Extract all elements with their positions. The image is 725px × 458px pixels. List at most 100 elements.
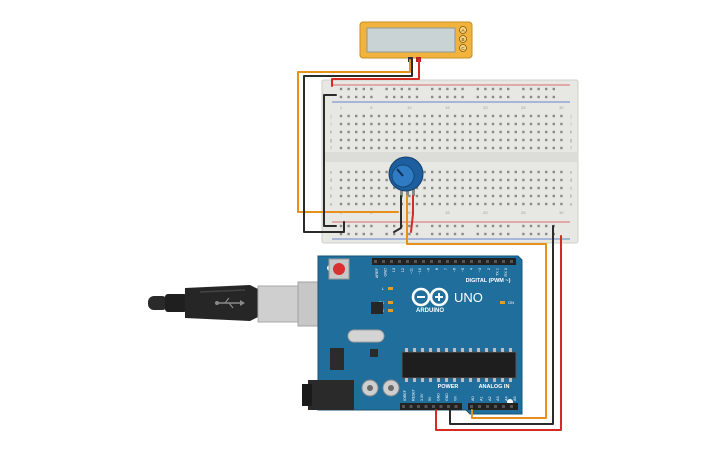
breadboard-hole[interactable] bbox=[400, 146, 403, 150]
breadboard-hole[interactable] bbox=[347, 146, 350, 150]
analog-pin-socket[interactable] bbox=[510, 405, 513, 408]
breadboard-hole[interactable] bbox=[469, 146, 472, 150]
breadboard-hole[interactable] bbox=[491, 114, 495, 118]
breadboard-rail-hole[interactable] bbox=[446, 95, 449, 99]
digital-header[interactable] bbox=[372, 258, 516, 265]
wires[interactable] bbox=[297, 59, 562, 431]
breadboard-hole[interactable] bbox=[377, 114, 381, 118]
breadboard-hole[interactable] bbox=[507, 170, 510, 174]
breadboard-hole[interactable] bbox=[469, 122, 472, 126]
breadboard-hole[interactable] bbox=[438, 114, 441, 118]
digital-pin-socket[interactable] bbox=[462, 260, 465, 263]
breadboard-rail-hole[interactable] bbox=[545, 87, 548, 91]
breadboard-hole[interactable] bbox=[408, 122, 411, 126]
breadboard-hole[interactable] bbox=[415, 186, 419, 190]
breadboard-hole[interactable] bbox=[507, 114, 510, 118]
power-pin-socket[interactable] bbox=[432, 405, 435, 408]
breadboard-hole[interactable] bbox=[377, 178, 381, 182]
breadboard-hole[interactable] bbox=[499, 114, 502, 118]
breadboard-hole[interactable] bbox=[545, 122, 548, 126]
breadboard-hole[interactable] bbox=[347, 122, 350, 126]
breadboard-hole[interactable] bbox=[545, 194, 548, 198]
breadboard-hole[interactable] bbox=[507, 130, 510, 134]
breadboard-rail-hole[interactable] bbox=[499, 87, 502, 91]
breadboard-hole[interactable] bbox=[423, 170, 426, 174]
breadboard-hole[interactable] bbox=[522, 146, 525, 150]
breadboard-hole[interactable] bbox=[385, 130, 388, 134]
breadboard-rail-hole[interactable] bbox=[552, 87, 555, 91]
digital-pin-socket[interactable] bbox=[382, 260, 385, 263]
wire-orange-lcd-signal[interactable] bbox=[297, 59, 411, 213]
breadboard-hole[interactable] bbox=[423, 194, 426, 198]
breadboard-hole[interactable] bbox=[484, 114, 487, 118]
breadboard-hole[interactable] bbox=[453, 114, 457, 118]
breadboard-rail-hole[interactable] bbox=[529, 224, 533, 228]
breadboard-rail-hole[interactable] bbox=[453, 95, 457, 99]
breadboard-hole[interactable] bbox=[362, 122, 365, 126]
breadboard-hole[interactable] bbox=[514, 202, 517, 206]
usb-cable[interactable] bbox=[148, 281, 339, 327]
breadboard-hole[interactable] bbox=[408, 138, 411, 142]
breadboard-hole[interactable] bbox=[507, 146, 510, 150]
breadboard-rail-hole[interactable] bbox=[408, 224, 411, 228]
breadboard-rail-hole[interactable] bbox=[499, 232, 502, 236]
breadboard-hole[interactable] bbox=[339, 146, 343, 150]
breadboard-hole[interactable] bbox=[514, 178, 517, 182]
breadboard-rail-hole[interactable] bbox=[537, 224, 540, 228]
breadboard-hole[interactable] bbox=[339, 114, 343, 118]
breadboard-rail-hole[interactable] bbox=[537, 95, 540, 99]
breadboard-hole[interactable] bbox=[347, 186, 350, 190]
breadboard-rail-hole[interactable] bbox=[415, 224, 419, 228]
breadboard-hole[interactable] bbox=[484, 146, 487, 150]
breadboard-hole[interactable] bbox=[484, 202, 487, 206]
breadboard-hole[interactable] bbox=[362, 146, 365, 150]
breadboard-hole[interactable] bbox=[522, 186, 525, 190]
breadboard-hole[interactable] bbox=[370, 202, 373, 206]
breadboard-hole[interactable] bbox=[370, 178, 373, 182]
digital-pin-socket[interactable] bbox=[502, 260, 505, 263]
breadboard-rail-hole[interactable] bbox=[385, 87, 388, 91]
breadboard-hole[interactable] bbox=[499, 130, 502, 134]
breadboard-hole[interactable] bbox=[514, 186, 517, 190]
breadboard-hole[interactable] bbox=[522, 194, 525, 198]
breadboard-hole[interactable] bbox=[408, 202, 411, 206]
breadboard-hole[interactable] bbox=[347, 138, 350, 142]
breadboard-hole[interactable] bbox=[370, 138, 373, 142]
breadboard-hole[interactable] bbox=[393, 122, 396, 126]
breadboard-rail-hole[interactable] bbox=[370, 224, 373, 228]
breadboard-hole[interactable] bbox=[377, 138, 381, 142]
breadboard-rail-hole[interactable] bbox=[476, 95, 479, 99]
breadboard-rail-hole[interactable] bbox=[552, 95, 555, 99]
breadboard-hole[interactable] bbox=[484, 138, 487, 142]
breadboard-hole[interactable] bbox=[552, 122, 555, 126]
breadboard-hole[interactable] bbox=[377, 170, 381, 174]
digital-pin-socket[interactable] bbox=[422, 260, 425, 263]
breadboard-hole[interactable] bbox=[469, 194, 472, 198]
breadboard-hole[interactable] bbox=[560, 130, 563, 134]
breadboard-hole[interactable] bbox=[469, 114, 472, 118]
breadboard-hole[interactable] bbox=[499, 170, 502, 174]
analog-pin-socket[interactable] bbox=[470, 405, 473, 408]
breadboard-rail-hole[interactable] bbox=[484, 95, 487, 99]
wire-red-5v-to-arduino[interactable] bbox=[435, 235, 562, 431]
breadboard-hole[interactable] bbox=[529, 122, 533, 126]
breadboard-hole[interactable] bbox=[446, 170, 449, 174]
breadboard-hole[interactable] bbox=[491, 146, 495, 150]
breadboard-hole[interactable] bbox=[339, 138, 343, 142]
breadboard-hole[interactable] bbox=[537, 138, 540, 142]
breadboard-hole[interactable] bbox=[484, 186, 487, 190]
breadboard-rail-hole[interactable] bbox=[529, 232, 533, 236]
breadboard-hole[interactable] bbox=[560, 178, 563, 182]
breadboard-hole[interactable] bbox=[537, 178, 540, 182]
analog-pin-socket[interactable] bbox=[486, 405, 489, 408]
breadboard-hole[interactable] bbox=[461, 146, 464, 150]
breadboard-hole[interactable] bbox=[537, 202, 540, 206]
breadboard-rail-hole[interactable] bbox=[362, 87, 365, 91]
breadboard-hole[interactable] bbox=[446, 178, 449, 182]
breadboard-hole[interactable] bbox=[461, 130, 464, 134]
breadboard-hole[interactable] bbox=[461, 194, 464, 198]
breadboard-rail-hole[interactable] bbox=[362, 95, 365, 99]
breadboard-hole[interactable] bbox=[461, 170, 464, 174]
breadboard-rail-hole[interactable] bbox=[461, 95, 464, 99]
